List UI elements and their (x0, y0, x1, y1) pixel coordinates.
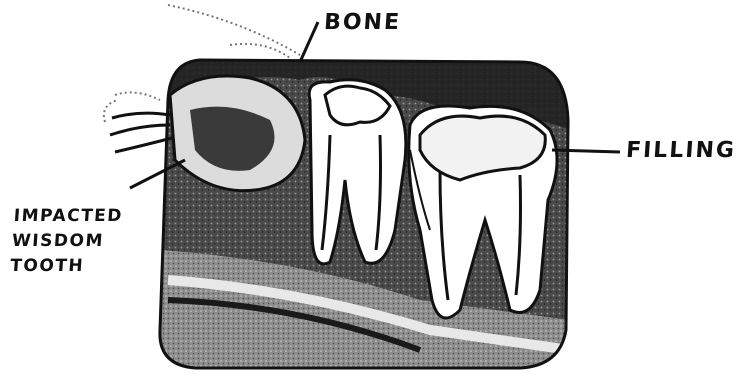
wisdom-label-line-1: IMPACTED (13, 204, 124, 229)
bone-leader-line (300, 22, 318, 62)
filling-label: FILLING (625, 140, 736, 162)
wisdom-label-line-2: WISDOM (11, 229, 122, 254)
filling-leader-line (552, 150, 620, 152)
wisdom-label-line-3: TOOTH (9, 254, 120, 279)
second-molar (309, 80, 406, 264)
impacted-wisdom-tooth (104, 5, 305, 191)
impacted-wisdom-tooth-label: IMPACTED WISDOM TOOTH (9, 204, 123, 279)
bone-label: BONE (323, 12, 401, 34)
